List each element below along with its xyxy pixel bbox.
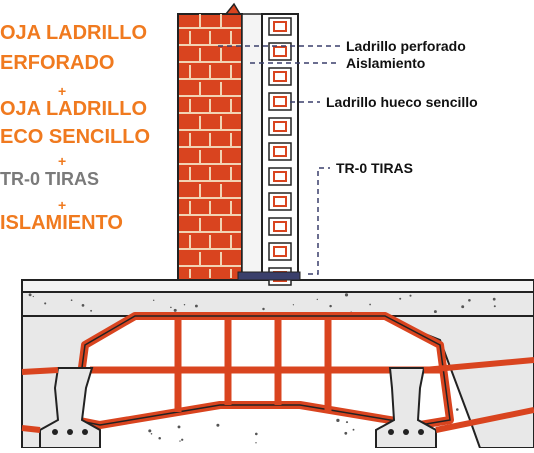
wall-section (177, 2, 301, 286)
concrete-speck (254, 432, 258, 436)
plus-sign-1: + (58, 83, 67, 99)
label-aislamiento-left: ISLAMIENTO (0, 212, 123, 234)
left-joist (21, 367, 101, 449)
concrete-speck (179, 440, 181, 442)
insulation-gap (241, 13, 263, 281)
callout-ladrillo-perforado: Ladrillo perforado (346, 38, 466, 54)
concrete-speck (262, 307, 265, 311)
concrete-speck (461, 305, 465, 309)
wall-cap (224, 2, 242, 15)
tr0-strip (237, 271, 301, 281)
hollow-brick-core (273, 171, 287, 182)
concrete-speck (150, 433, 153, 435)
vault-ribs (90, 318, 440, 412)
callout-tr0-tiras: TR-0 TIRAS (336, 160, 413, 176)
plus-sign-3: + (58, 197, 67, 213)
concrete-speck (255, 442, 257, 444)
concrete-speck (344, 293, 349, 297)
hollow-brick-pattern (268, 17, 292, 286)
concrete-speck (399, 297, 402, 300)
concrete-speck (456, 408, 459, 411)
concrete-speck (329, 304, 332, 308)
concrete-speck (369, 303, 371, 306)
concrete-speck (492, 297, 496, 301)
concrete-speck (158, 437, 161, 440)
callout-aislamiento: Aislamiento (346, 55, 426, 71)
concrete-speck (181, 438, 184, 441)
concrete-speck (292, 304, 295, 306)
label-perforado: ERFORADO (0, 52, 115, 74)
concrete-speck (345, 421, 349, 424)
hollow-brick-core (273, 96, 287, 107)
hollow-brick-core (273, 221, 287, 232)
concrete-speck (70, 299, 73, 302)
concrete-speck (409, 294, 412, 297)
callout-ladrillo-hueco: Ladrillo hueco sencillo (326, 94, 478, 110)
concrete-speck (336, 418, 340, 423)
concrete-speck (148, 429, 152, 433)
concrete-speck (152, 299, 155, 302)
concrete-speck (81, 304, 85, 307)
concrete-speck (352, 428, 355, 431)
label-hueco-sencillo: ECO SENCILLO (0, 126, 151, 148)
label-hoja-ladrillo-1: OJA LADRILLO (0, 22, 148, 44)
concrete-speck (433, 310, 437, 314)
concrete-speck (32, 295, 34, 298)
concrete-speck (194, 304, 198, 308)
concrete-speck (183, 303, 186, 306)
callout-lines (218, 45, 340, 275)
concrete-speck (177, 425, 181, 429)
concrete-speck (170, 306, 172, 309)
concrete-speck (344, 431, 348, 435)
concrete-speck (316, 298, 318, 301)
hollow-brick-core (273, 121, 287, 132)
concrete-speck (28, 293, 32, 297)
concrete-speck (90, 309, 93, 312)
hollow-brick-core (273, 46, 287, 57)
concrete-speck (44, 302, 47, 305)
hollow-brick-core (273, 71, 287, 82)
hollow-brick-core (273, 246, 287, 257)
hollow-brick-core (273, 21, 287, 32)
floor-slab (21, 279, 534, 449)
concrete-speck (216, 423, 220, 427)
hollow-brick-core (273, 196, 287, 207)
plus-sign-2: + (58, 153, 67, 169)
label-tr0-tiras-left: TR-0 TIRAS (0, 169, 99, 189)
concrete-speck (468, 299, 471, 302)
concrete-speck (493, 305, 496, 308)
label-hoja-ladrillo-2: OJA LADRILLO (0, 98, 148, 120)
brick-mortar-pattern (179, 14, 241, 278)
hollow-brick-core (273, 146, 287, 157)
concrete-speck (173, 308, 177, 312)
